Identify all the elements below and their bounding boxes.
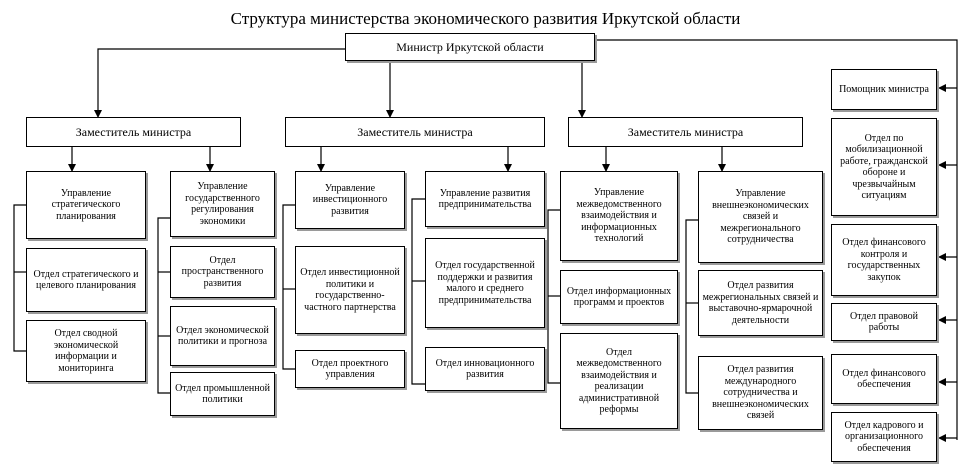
legal-work-division: Отдел правовой работы — [831, 303, 937, 341]
financial-control-procurement-division: Отдел финансового контроля и государстве… — [831, 224, 937, 296]
page-title: Структура министерства экономического ра… — [230, 9, 741, 28]
industrial-policy-division: Отдел промышленной политики — [170, 372, 275, 416]
minister-box: Министр Иркутской области — [345, 33, 595, 61]
mobilization-civil-defense-division: Отдел по мобилизационной работе, граждан… — [831, 118, 937, 216]
administrative-reform-division: Отдел межведомственного взаимодействия и… — [560, 333, 678, 429]
spatial-development-division: Отдел пространственного развития — [170, 246, 275, 298]
strategic-target-planning-division: Отдел стратегического и целевого планиро… — [26, 248, 146, 312]
minister-assistant: Помощник министра — [831, 69, 937, 110]
foreign-economic-relations-department: Управление внешнеэкономических связей и … — [698, 171, 823, 263]
investment-development-department: Управление инвестиционного развития — [295, 171, 405, 229]
entrepreneurship-department: Управление развития предпринимательства — [425, 171, 545, 227]
information-programs-division: Отдел информационных программ и проектов — [560, 270, 678, 324]
innovation-development-division: Отдел инновационного развития — [425, 347, 545, 391]
project-management-division: Отдел проектного управления — [295, 350, 405, 388]
strategic-planning-department: Управление стратегического планирования — [26, 171, 146, 239]
financial-support-division: Отдел финансового обеспечения — [831, 354, 937, 404]
investment-ppp-division: Отдел инвестиционной политики и государс… — [295, 246, 405, 334]
economic-policy-forecast-division: Отдел экономической политики и прогноза — [170, 306, 275, 366]
sme-support-division: Отдел государственной поддержки и развит… — [425, 238, 545, 328]
interagency-it-department: Управление межведомственного взаимодейст… — [560, 171, 678, 261]
personnel-organizational-division: Отдел кадрового и организационного обесп… — [831, 412, 937, 462]
state-regulation-department: Управление государственного регулировани… — [170, 171, 275, 237]
international-cooperation-division: Отдел развития международного сотрудниче… — [698, 356, 823, 430]
deputy-minister-3: Заместитель министра — [568, 117, 803, 147]
deputy-minister-2: Заместитель министра — [285, 117, 545, 147]
deputy-minister-1: Заместитель министра — [26, 117, 241, 147]
economic-information-monitoring-division: Отдел сводной экономической информации и… — [26, 320, 146, 382]
interregional-exhibition-division: Отдел развития межрегиональных связей и … — [698, 270, 823, 336]
